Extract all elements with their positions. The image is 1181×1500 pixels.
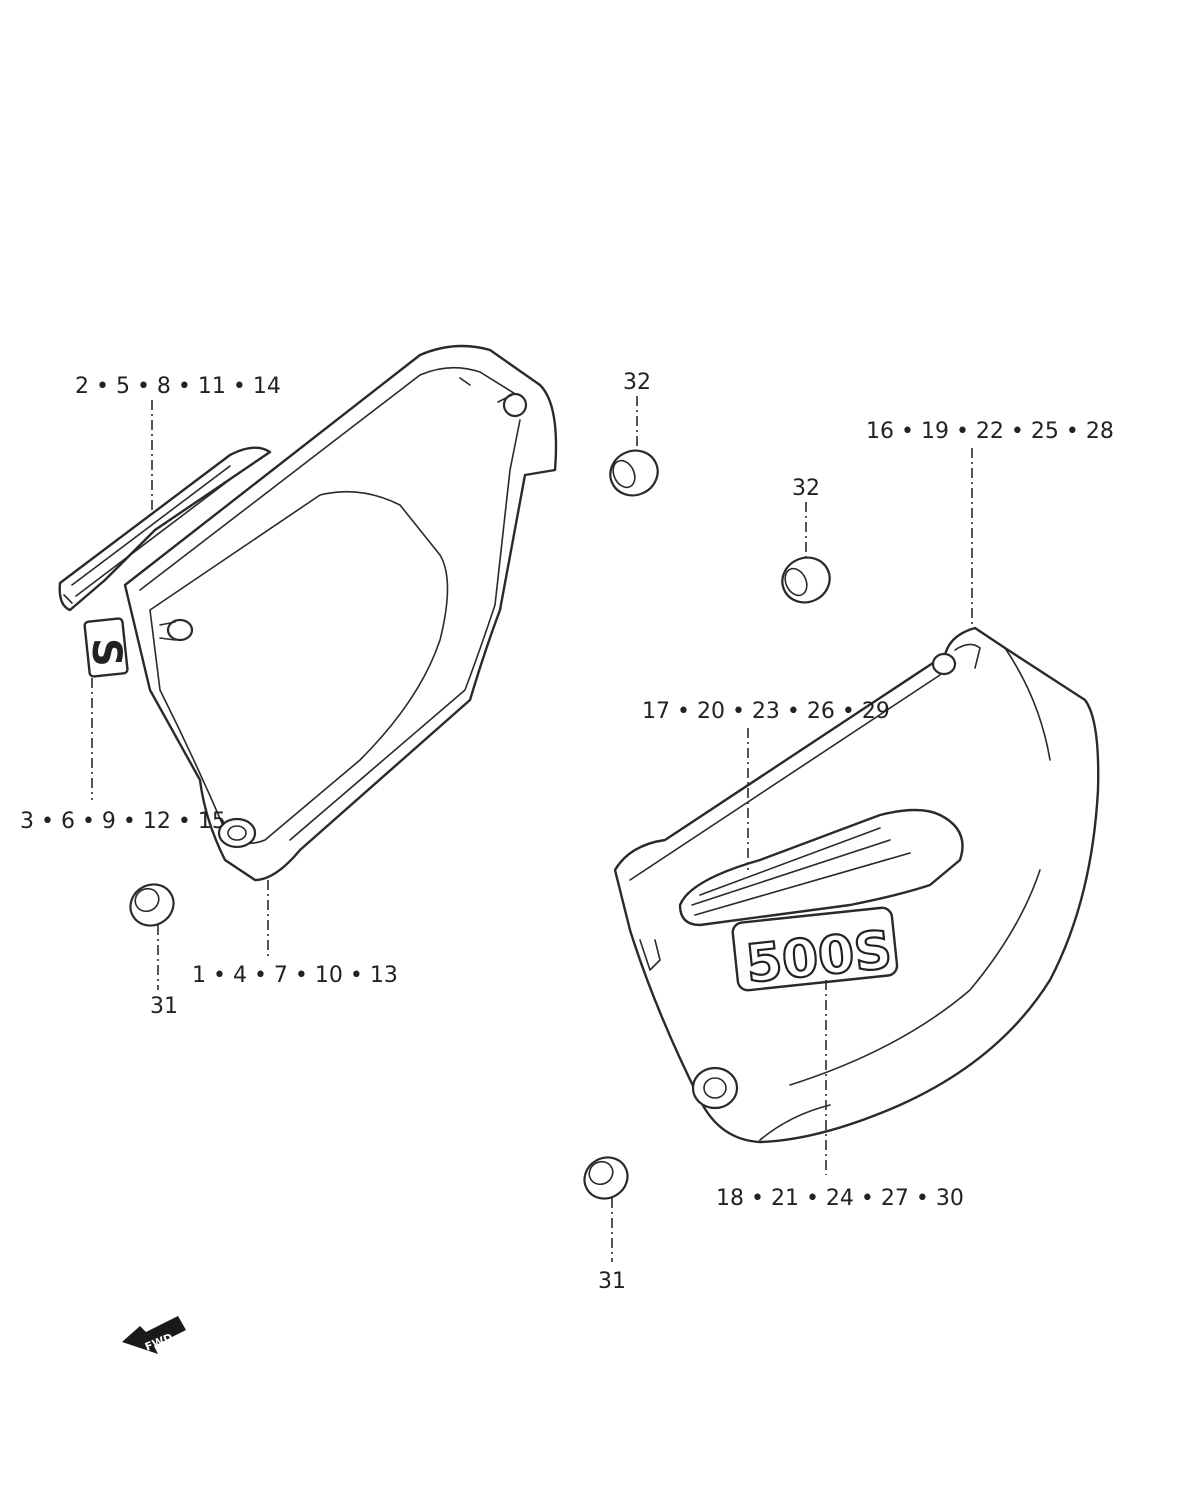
- callout-left-cover: 1 • 4 • 7 • 10 • 13: [192, 963, 398, 988]
- callout-right-cover: 16 • 19 • 22 • 25 • 28: [866, 419, 1114, 444]
- badge-text: 500S: [743, 920, 894, 995]
- left-frame-cover: [123, 344, 558, 882]
- forward-arrow-icon: FWD: [122, 1316, 186, 1354]
- callout-left-upper-emblem: 2 • 5 • 8 • 11 • 14: [75, 374, 281, 399]
- left-upper-emblem: [58, 446, 272, 612]
- callout-left-grommet: 31: [150, 994, 178, 1019]
- right-badge: 500S: [731, 906, 899, 996]
- bottom-grommet: [583, 1156, 629, 1200]
- right-stripe-emblem: [678, 808, 964, 927]
- center-grommet-right: [781, 556, 831, 604]
- callout-center-grommet-upper: 32: [623, 370, 651, 395]
- callout-center-grommet-right: 32: [792, 476, 820, 501]
- callout-right-badge: 18 • 21 • 24 • 27 • 30: [716, 1186, 964, 1211]
- left-lower-emblem: S: [83, 617, 129, 678]
- left-emblem-letter: S: [83, 638, 129, 667]
- left-grommet: [129, 883, 175, 927]
- callout-bottom-grommet: 31: [598, 1269, 626, 1294]
- callout-left-lower-emblem: 3 • 6 • 9 • 12 • 15: [20, 809, 226, 834]
- right-side-cover: [613, 626, 1100, 1144]
- callout-right-stripe: 17 • 20 • 23 • 26 • 29: [642, 699, 890, 724]
- center-grommet-upper: [609, 449, 659, 497]
